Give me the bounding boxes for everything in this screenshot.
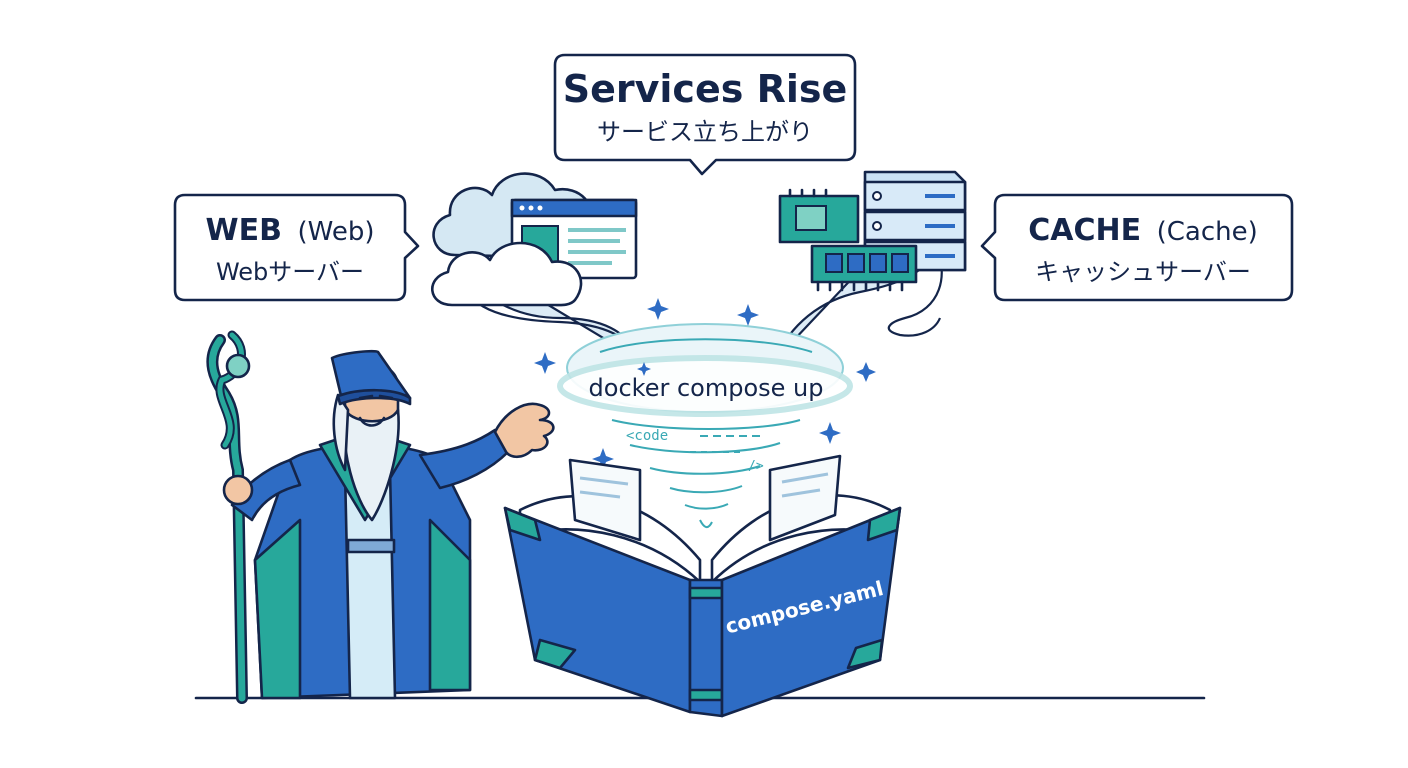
web-callout-title: WEB (Web)	[206, 213, 375, 248]
services-callout-bubble	[553, 53, 857, 176]
web-callout-title-main: WEB	[206, 213, 282, 248]
wizard-staff	[206, 330, 251, 704]
wizard	[206, 330, 555, 704]
vortex-code-tag: <code	[626, 428, 668, 444]
cache-callout: CACHE (Cache) キャッシュサーバー	[980, 193, 1294, 302]
web-callout: WEB (Web) Webサーバー	[173, 193, 420, 302]
circuit-board-icon	[778, 188, 860, 244]
sparkle-icon	[534, 298, 876, 470]
services-callout: Services Rise サービス立ち上がり	[553, 53, 857, 176]
vortex-code-close: />	[748, 459, 764, 474]
vortex-command: docker compose up	[589, 374, 824, 402]
wizard-beard	[342, 408, 400, 522]
services-callout-title: Services Rise	[563, 67, 848, 111]
cache-callout-subtitle: キャッシュサーバー	[1035, 258, 1251, 286]
cloud-icon-front	[431, 241, 583, 307]
wizard-left-hand	[222, 474, 254, 506]
web-callout-title-paren: (Web)	[298, 217, 375, 247]
cache-callout-title-main: CACHE	[1028, 213, 1141, 248]
web-callout-subtitle: Webサーバー	[216, 258, 364, 286]
services-callout-subtitle: サービス立ち上がり	[597, 118, 813, 146]
open-book: compose.yaml	[503, 454, 902, 718]
web-callout-bubble	[173, 193, 420, 302]
memory-module-icon	[810, 244, 918, 292]
cache-callout-title-paren: (Cache)	[1157, 217, 1258, 247]
staff-orb	[225, 353, 251, 379]
vortex: docker compose up <code />	[557, 323, 853, 528]
wizard-right-hand	[493, 402, 555, 459]
cache-callout-bubble	[980, 193, 1294, 302]
cache-callout-title: CACHE (Cache)	[1028, 213, 1258, 248]
